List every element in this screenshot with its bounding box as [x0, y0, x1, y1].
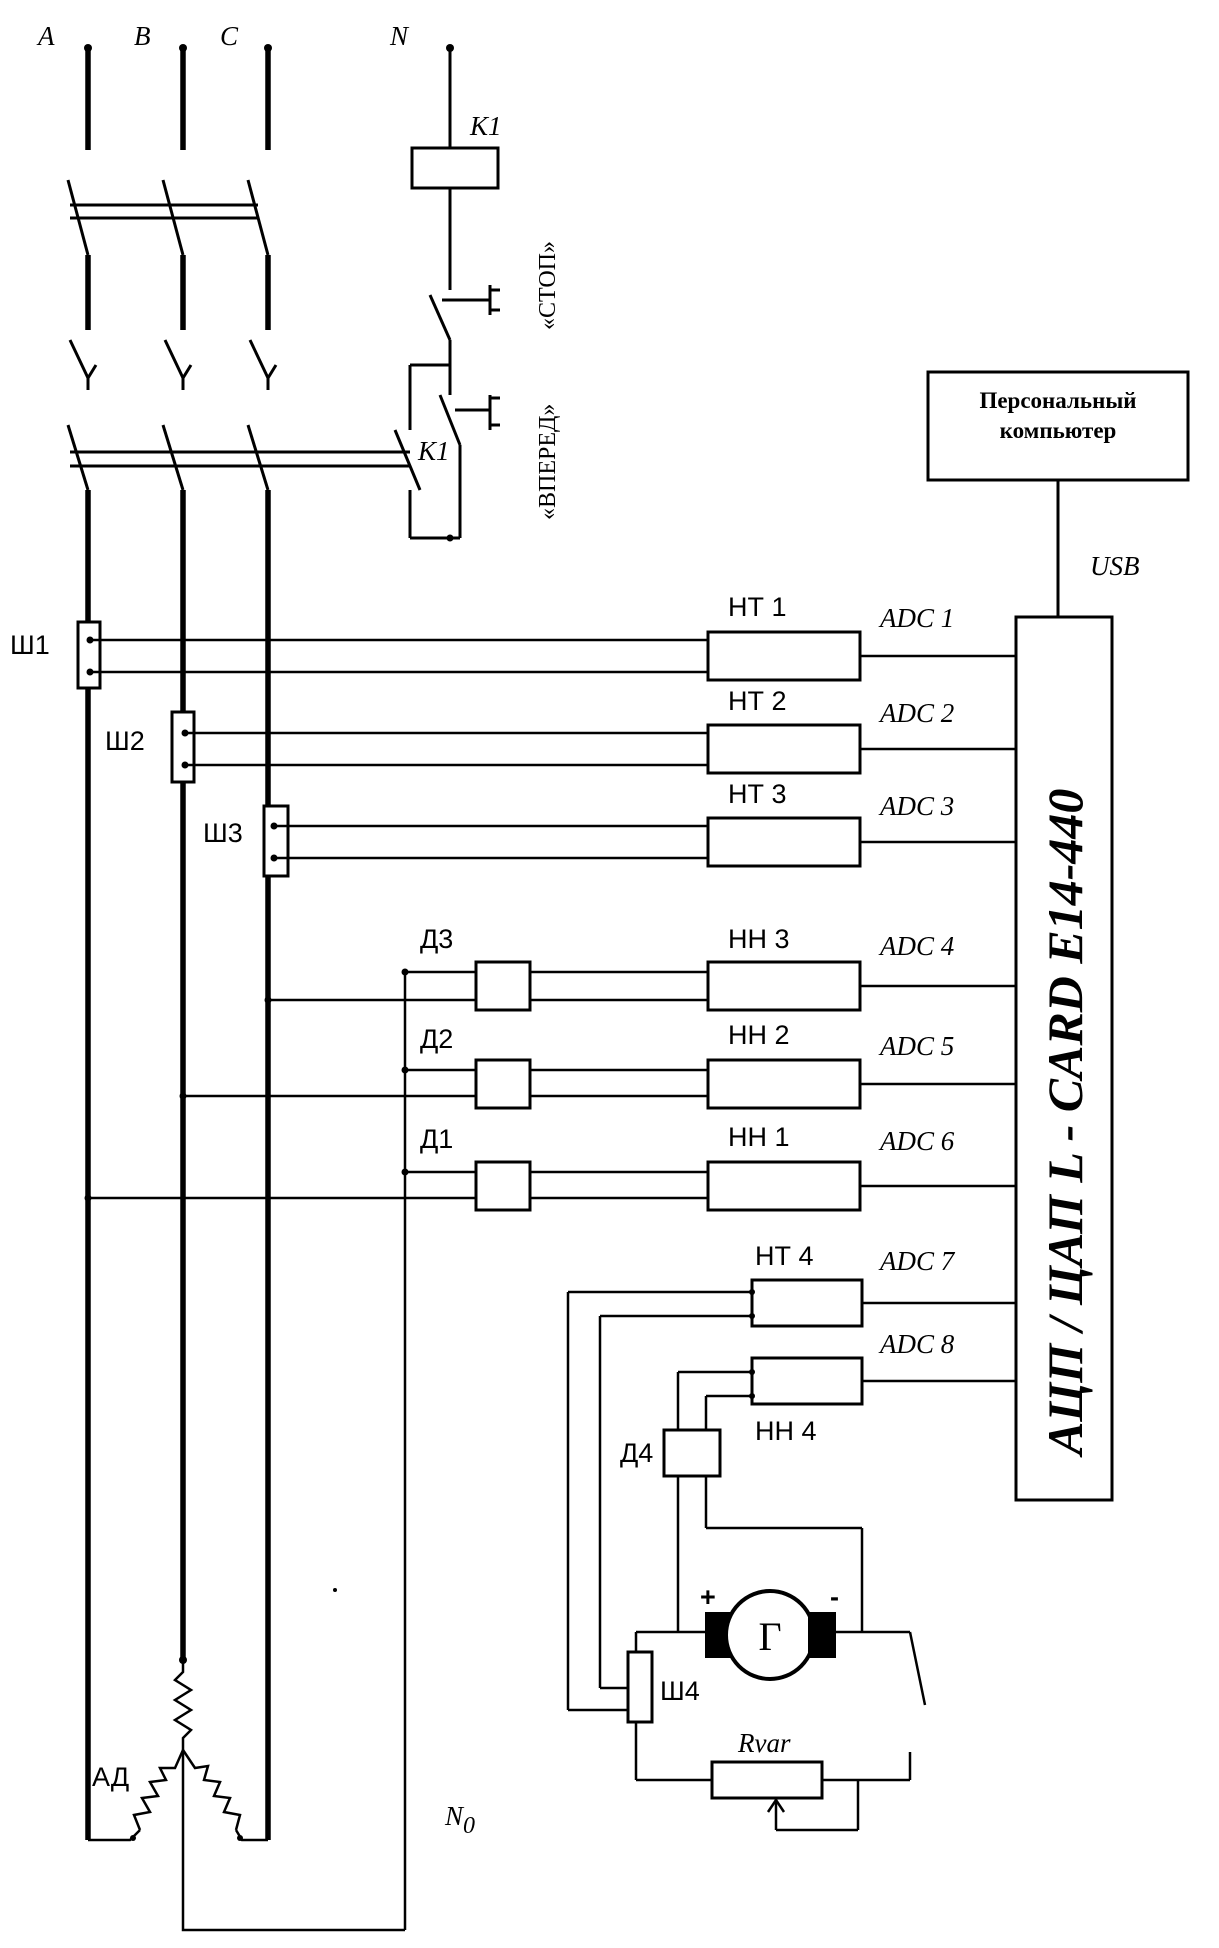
- shunt-2-label: Ш2: [105, 726, 145, 756]
- shunt-1: [76, 620, 102, 690]
- current-sensor-1-label: НТ 1: [728, 592, 787, 622]
- current-channels: [76, 620, 1016, 878]
- voltage-sensor-3: [706, 960, 862, 1012]
- phase-n-label: N: [389, 21, 410, 51]
- shunt-3-label: Ш3: [203, 818, 243, 848]
- shunt-1-label: Ш1: [10, 630, 50, 660]
- circuit-breaker: [66, 179, 278, 390]
- neutral-subscript: 0: [463, 1813, 475, 1839]
- shunt-4-label: Ш4: [660, 1676, 700, 1706]
- generator-channels: [566, 1278, 1016, 1712]
- voltage-sensor-2: [706, 1058, 862, 1110]
- divider-2-label: Д2: [420, 1024, 453, 1054]
- current-sensor-4: [750, 1278, 864, 1328]
- voltage-sensor-4-label: НН 4: [755, 1416, 817, 1446]
- contactor-k1: [66, 424, 410, 491]
- voltage-sensor-3-label: НН 3: [728, 924, 790, 954]
- current-sensor-3-label: НТ 3: [728, 779, 787, 809]
- divider-4-label: Д4: [620, 1438, 653, 1468]
- adc-5-label: ADC 5: [878, 1031, 954, 1061]
- pc-box: [926, 370, 1190, 482]
- control-circuit: [393, 44, 500, 542]
- stop-button-label: «СТОП»: [535, 241, 561, 330]
- current-sensor-1: [706, 630, 862, 682]
- divider-2: [474, 1058, 532, 1110]
- divider-3-label: Д3: [420, 924, 453, 954]
- usb-label: USB: [1090, 551, 1140, 581]
- divider-4: [662, 1428, 722, 1478]
- pc-label-line1: Персональный: [979, 388, 1136, 413]
- induction-motor: [88, 1656, 405, 1932]
- relay-coil: [410, 146, 500, 190]
- shunt-4: [626, 1650, 654, 1724]
- voltage-channels: [84, 960, 1016, 1930]
- generator-minus: -: [830, 1582, 839, 1612]
- rvar-label: Rvar: [737, 1728, 791, 1758]
- adc-2-label: ADC 2: [878, 698, 954, 728]
- divider-1-label: Д1: [420, 1124, 453, 1154]
- voltage-sensor-4: [750, 1356, 864, 1406]
- adc-card-label: АЦП / ЦАП L - CARD E14-440: [1037, 789, 1093, 1458]
- phase-buses-top: [84, 44, 272, 150]
- relay-contact-label: K1: [417, 436, 450, 466]
- neutral-letter: N: [444, 1801, 465, 1831]
- phase-a-label: A: [36, 21, 55, 51]
- phase-buses-main: [85, 490, 271, 1840]
- adc-6-label: ADC 6: [878, 1126, 955, 1156]
- voltage-sensor-2-label: НН 2: [728, 1020, 790, 1050]
- voltage-sensor-1-label: НН 1: [728, 1122, 790, 1152]
- relay-coil-label: K1: [469, 111, 502, 141]
- adc-4-label: ADC 4: [878, 931, 954, 961]
- shunt-2: [170, 710, 196, 784]
- current-sensor-4-label: НТ 4: [755, 1241, 814, 1271]
- adc-1-label: ADC 1: [878, 603, 954, 633]
- generator-plus: +: [700, 1582, 716, 1612]
- phase-b-label: B: [134, 21, 151, 51]
- load-rheostat: [710, 1760, 824, 1800]
- motor-label: АД: [92, 1762, 129, 1792]
- adc-3-label: ADC 3: [878, 791, 954, 821]
- current-sensor-2: [706, 723, 862, 775]
- divider-1: [474, 1160, 532, 1212]
- generator-brush-right: [808, 1612, 836, 1658]
- stray-dot: [333, 1588, 337, 1592]
- current-sensor-2-label: НТ 2: [728, 686, 787, 716]
- current-sensor-3: [706, 816, 862, 868]
- neutral-label: N0: [444, 1801, 475, 1839]
- phase-c-label: C: [220, 21, 239, 51]
- adc-card: [1014, 615, 1114, 1502]
- shunt-3: [262, 804, 290, 878]
- adc-7-label: ADC 7: [878, 1246, 956, 1276]
- adc-8-label: ADC 8: [878, 1329, 955, 1359]
- generator-circuit: [626, 1589, 927, 1832]
- voltage-sensor-1: [706, 1160, 862, 1212]
- forward-button-label: «ВПЕРЕД»: [535, 404, 561, 520]
- divider-3: [474, 960, 532, 1012]
- generator-label: Г: [758, 1614, 781, 1659]
- pc-label-line2: компьютер: [1000, 418, 1117, 443]
